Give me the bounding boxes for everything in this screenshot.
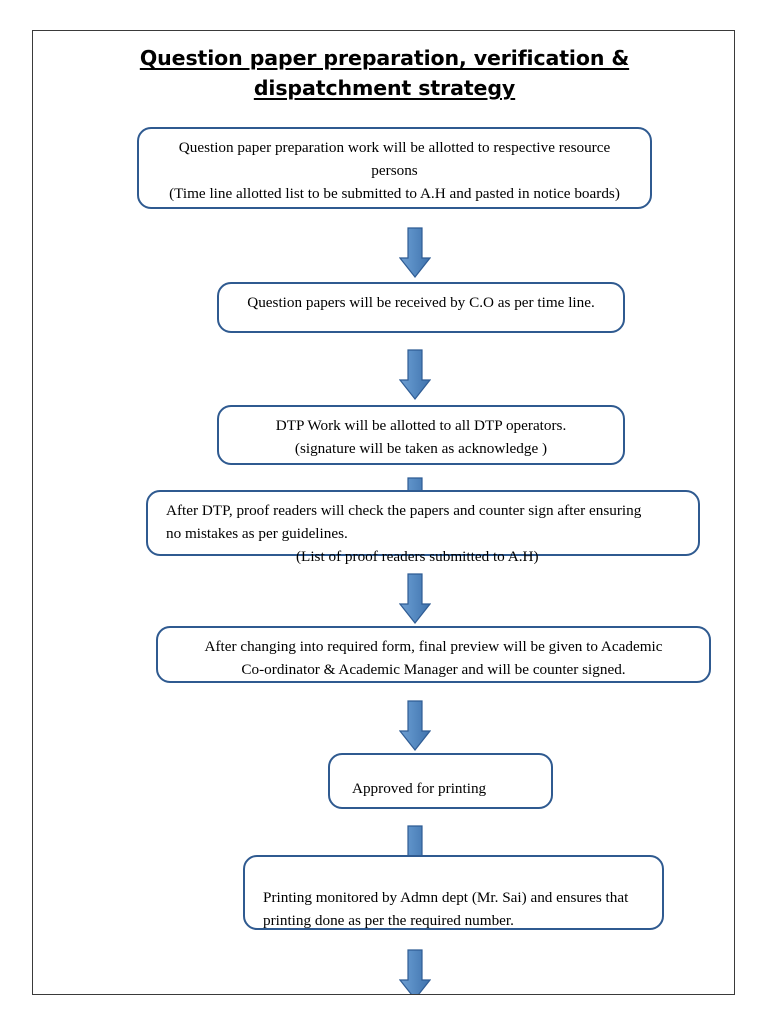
document-page: Question paper preparation, verification… — [32, 30, 735, 995]
flow-box-final-preview-academic-approval[interactable]: After changing into required form, final… — [156, 626, 711, 683]
flow-box-line: DTP Work will be allotted to all DTP ope… — [275, 417, 567, 434]
flow-box-line: Printing monitored by Admn dept (Mr. Sai… — [263, 889, 629, 906]
flow-box-question-papers-received-by-co[interactable]: Question papers will be received by C.O … — [217, 282, 625, 333]
flow-box-line: printing done as per the required number… — [263, 912, 514, 929]
flow-box-line: Question paper preparation work will be … — [178, 139, 611, 156]
arrow-step1-to-step2 — [399, 227, 431, 279]
page-title-line-2: dispatchment strategy — [253, 76, 516, 100]
flow-box-line: (Time line allotted list to be submitted… — [169, 185, 620, 202]
arrow-step5-to-step6 — [399, 700, 431, 752]
flow-box-dtp-work-allotment[interactable]: DTP Work will be allotted to all DTP ope… — [217, 405, 625, 465]
arrow-step7-to-next-page — [399, 949, 431, 994]
flow-box-line: Approved for printing — [352, 780, 487, 797]
flow-box-proof-reading-and-counter-sign[interactable]: After DTP, proof readers will check the … — [146, 490, 700, 565]
flow-box-approved-for-printing[interactable]: Approved for printing — [328, 753, 553, 809]
flow-box-question-paper-preparation-allotment[interactable]: Question paper preparation work will be … — [137, 127, 652, 209]
flow-box-line: (signature will be taken as acknowledge … — [294, 440, 548, 457]
arrow-step2-to-step3 — [399, 349, 431, 401]
flow-box-line: no mistakes as per guidelines. — [166, 525, 348, 542]
flow-box-line: After DTP, proof readers will check the … — [166, 502, 642, 519]
page-title-line-1: Question paper preparation, verification… — [139, 46, 630, 70]
flow-box-printing-monitored-by-admn[interactable]: Printing monitored by Admn dept (Mr. Sai… — [243, 855, 664, 930]
flow-box-line: Co-ordinator & Academic Manager and will… — [241, 661, 626, 678]
flow-box-line: (List of proof readers submitted to A.H) — [296, 548, 539, 565]
flow-box-line: After changing into required form, final… — [204, 638, 663, 655]
flow-box-line: persons — [371, 162, 418, 179]
page-title: Question paper preparation, verification… — [33, 43, 734, 103]
arrow-step4-to-step5 — [399, 573, 431, 625]
flow-box-line: Question papers will be received by C.O … — [247, 294, 595, 311]
